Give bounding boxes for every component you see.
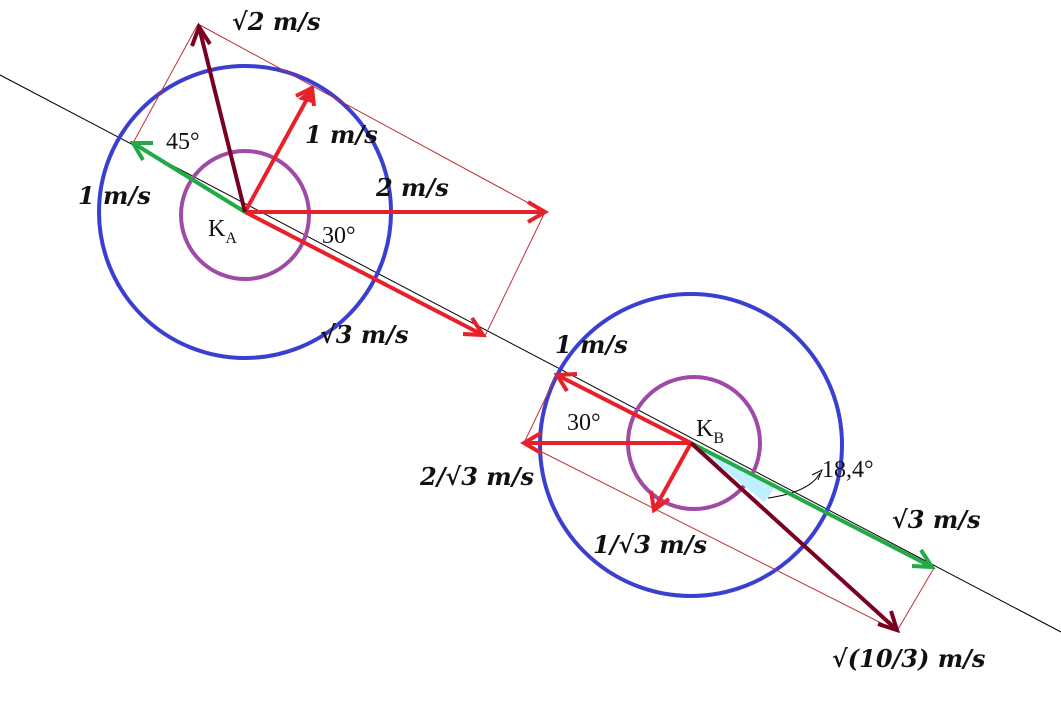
wheel-b-guide-lines	[523, 375, 935, 632]
wheel-a-arrow-up	[243, 84, 316, 213]
wheel-a-arrow-right	[245, 200, 549, 224]
wheel-b: KB 30° 18,4° 1 m/s 2/√3 m/s 1/√3 m/s √3 …	[419, 292, 986, 673]
wheel-b-angle-left: 30°	[567, 410, 601, 436]
wheel-a-guide-lines	[132, 23, 546, 337]
wheel-b-arrow-axis	[690, 441, 936, 570]
wheel-b-v-result-label: √(10/3) m/s	[832, 644, 986, 673]
wheel-b-v-back-label: 1 m/s	[555, 330, 628, 359]
wheel-b-v-axis-label: √3 m/s	[892, 505, 981, 534]
wheel-a-arrow-result	[190, 22, 247, 213]
wheel-a: KA 45° 30° 1 m/s 2 m/s √3 m/s 1 m/s √2 m…	[78, 7, 549, 360]
wheel-a-v-result-label: √2 m/s	[232, 7, 321, 36]
wheel-b-angle-sector	[691, 443, 774, 502]
wheel-b-arrow-back	[553, 372, 692, 445]
wheel-b-v-down-label: 1/√3 m/s	[593, 530, 707, 559]
wheel-a-v-back-label: 1 m/s	[78, 181, 151, 210]
wheel-b-arrow-result	[689, 441, 901, 634]
wheel-b-arrow-down	[649, 442, 693, 514]
wheel-a-center-label: KA	[208, 216, 237, 247]
wheel-a-angle-top: 45°	[166, 129, 200, 155]
wheel-b-angle-pointer	[767, 472, 821, 499]
wheel-b-center-label: KB	[696, 416, 724, 447]
wheel-a-angle-bottom: 30°	[322, 223, 356, 249]
wheel-a-v-axis-label: √3 m/s	[320, 320, 409, 349]
wheel-a-inner-circle	[179, 149, 311, 281]
wheel-a-v-up-label: 1 m/s	[305, 120, 378, 149]
wheel-b-v-left-label: 2/√3 m/s	[419, 462, 534, 491]
wheel-a-arrow-back	[129, 141, 247, 214]
wheel-a-v-right-label: 2 m/s	[375, 173, 449, 202]
wheel-b-arrow-left	[520, 431, 691, 455]
wheel-b-angle-result: 18,4°	[822, 457, 874, 483]
wheel-a-arrow-axis	[244, 210, 487, 338]
